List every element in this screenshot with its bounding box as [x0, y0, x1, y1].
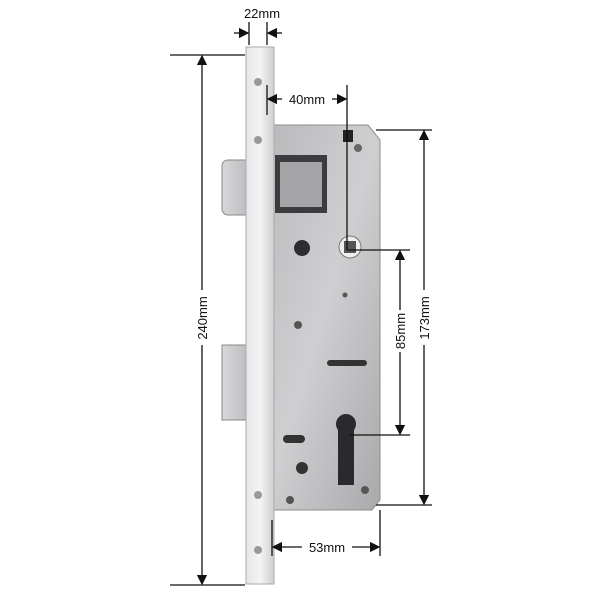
- dim-label-173mm: 173mm: [417, 296, 432, 339]
- lock-case: [261, 124, 381, 511]
- dim-label-240mm: 240mm: [195, 296, 210, 339]
- dim-label-85mm: 85mm: [393, 313, 408, 349]
- dim-label-53mm: 53mm: [309, 540, 345, 555]
- dim-label-22mm: 22mm: [244, 6, 280, 21]
- dimension-lines: [170, 22, 432, 586]
- faceplate: [245, 46, 275, 585]
- dim-label-40mm: 40mm: [289, 92, 325, 107]
